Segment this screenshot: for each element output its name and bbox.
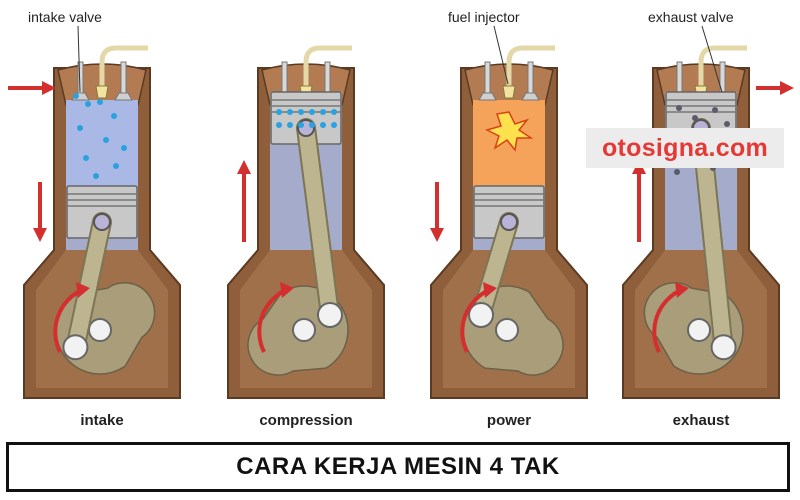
compressed-mixture-particle [320,122,326,128]
exhaust-stroke-illustration [622,45,794,399]
fuel-injector-label: fuel injector [448,9,520,25]
fuel-air-particle [111,113,117,119]
exhaust-gas-particle [712,107,718,113]
title-box: CARA KERJA MESIN 4 TAK [6,442,790,492]
motion-arrow-down [33,228,47,242]
fuel-line [99,45,148,90]
compressed-mixture-particle [287,109,293,115]
fuel-air-particle [113,163,119,169]
exhaust-valve-label: exhaust valve [648,9,734,25]
combustion-chamber [66,100,138,186]
crank-pin [316,302,343,328]
page-title: CARA KERJA MESIN 4 TAK [236,453,560,480]
rotation-arrowhead [483,282,497,298]
fuel-air-particle [85,101,91,107]
exhaust-valve-leader [701,25,723,93]
compressed-mixture-particle [309,109,315,115]
crankshaft-journal [292,318,316,342]
motion-arrow-down [430,228,444,242]
power-stroke-illustration [430,45,588,399]
compression-stroke-illustration [227,45,385,399]
exhaust-gas-particle [724,121,730,127]
connecting-rod [67,214,110,356]
connecting-rod [473,214,517,323]
fuel-injector [502,85,516,99]
four-stroke-diagram [8,25,794,399]
exhaust-gas-particle [676,105,682,111]
intake-stroke-illustration [8,45,181,399]
exhaust-valve-head [521,92,540,101]
compressed-mixture-particle [320,109,326,115]
intake-valve-head [478,92,497,101]
rotation-arrowhead [675,282,689,298]
piston-pin [500,213,518,231]
piston-pin [93,213,111,231]
rotation-arrow [652,288,682,353]
label-leader-lines [77,25,723,93]
fuel-air-particle [83,155,89,161]
compressed-mixture-particle [298,109,304,115]
fuel-air-particle [77,125,83,131]
stroke-label-intake: intake [80,412,124,429]
crank-pin [62,334,89,361]
stroke-label-compression: compression [259,412,353,429]
crankshaft-journal [687,318,711,342]
crank-pin [710,334,737,361]
air-in-arrowhead [42,81,56,95]
rotation-arrow [460,288,490,353]
exhaust-gas-particle [674,169,680,175]
rotation-arrowhead [76,282,90,298]
rotation-arrow [257,288,287,353]
stroke-label-power: power [486,412,532,429]
compressed-mixture-particle [331,109,337,115]
fuel-air-particle [93,173,99,179]
compressed-mixture-particle [287,122,293,128]
connecting-rod [298,120,338,323]
watermark-text: otosigna.com [601,133,769,162]
fuel-line [506,45,555,90]
ignition-spark [484,111,534,152]
rotation-arrowhead [280,282,294,298]
fuel-air-particle [121,145,127,151]
fuel-line [698,45,747,90]
fuel-air-particle [97,99,103,105]
rotation-arrow [53,288,83,353]
intake-valve-leader [77,25,81,93]
compressed-mixture-particle [276,109,282,115]
exhaust-gas-particle [692,115,698,121]
compressed-mixture-particle [309,122,315,128]
compressed-mixture-particle [276,122,282,128]
crank-pin [468,302,495,328]
fuel-line [303,45,352,90]
stroke-label-exhaust: exhaust [672,412,730,429]
exhaust-valve-head [114,92,133,101]
fuel-air-particle [73,93,79,99]
crankshaft-journal [88,318,112,342]
crankshaft-journal [495,318,519,342]
intake-valve-label: intake valve [28,9,102,25]
motion-arrow-up [237,160,251,174]
fuel-air-particle [103,137,109,143]
exhaust-out-arrowhead [780,81,794,95]
fuel-injector-leader [493,25,509,85]
watermark: otosigna.com [586,128,784,168]
compressed-mixture-particle [298,122,304,128]
compressed-mixture-particle [331,122,337,128]
fuel-injector [95,85,109,99]
